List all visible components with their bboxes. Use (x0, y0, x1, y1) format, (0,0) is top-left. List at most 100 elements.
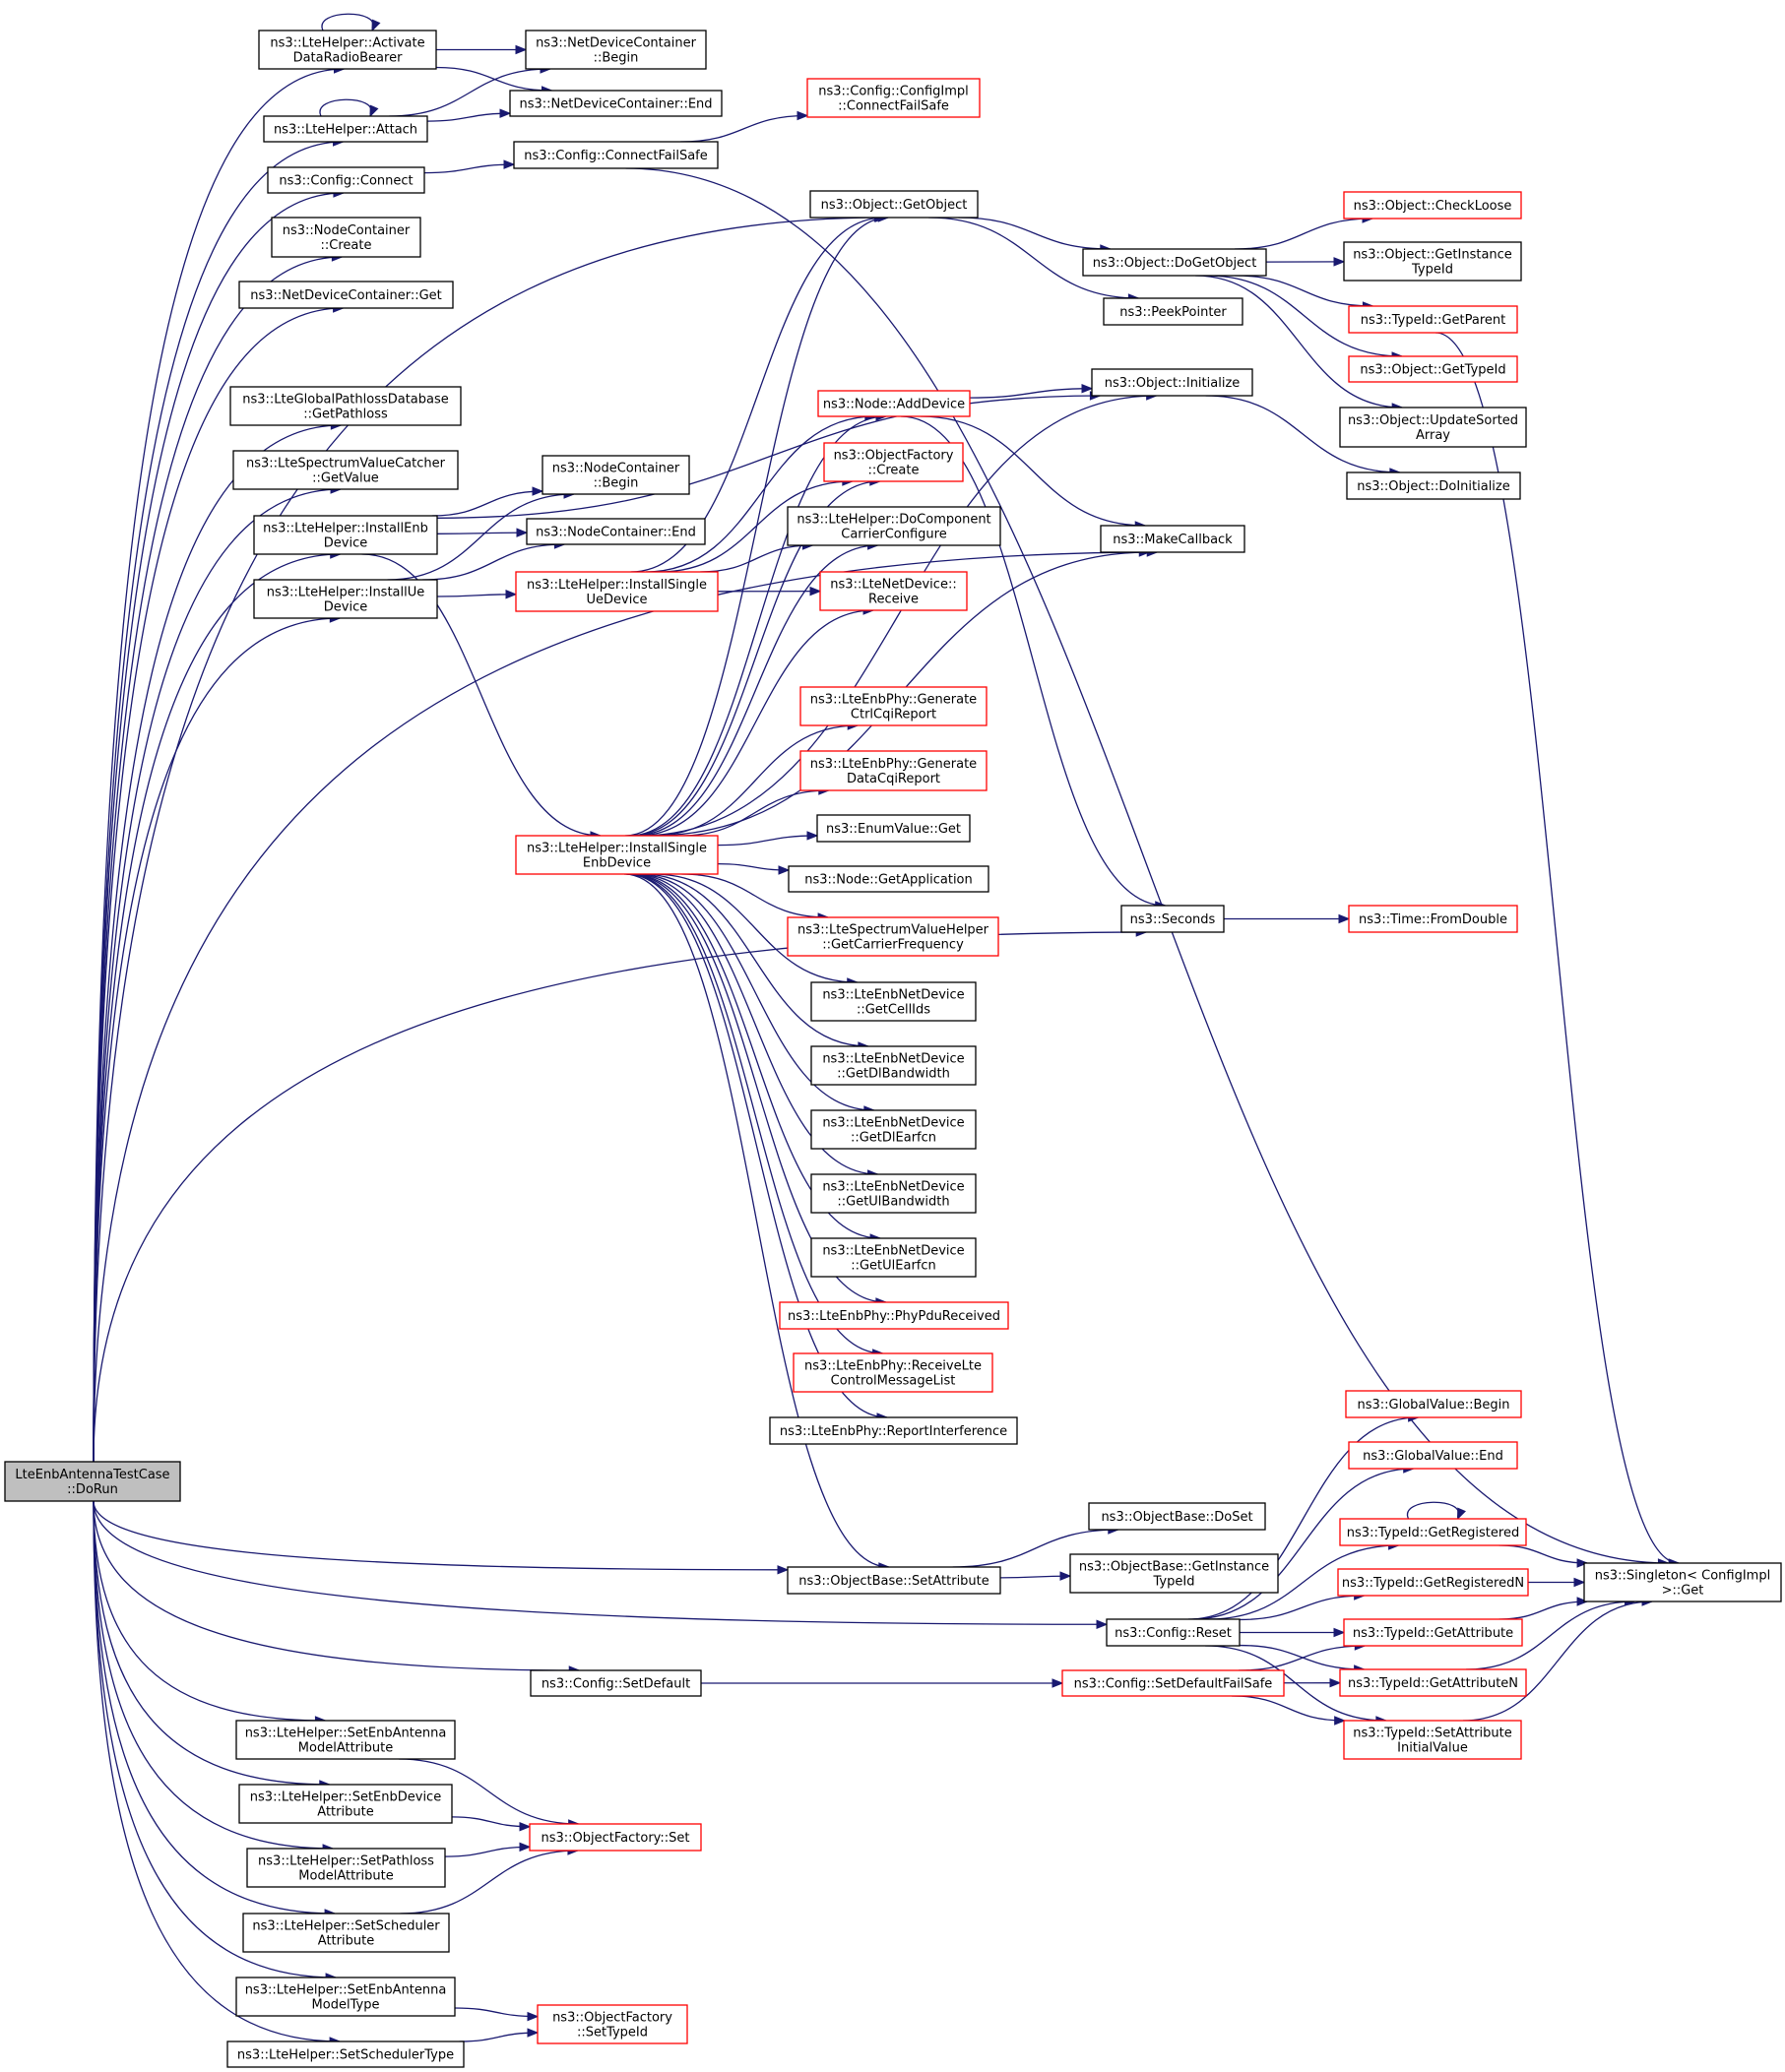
node-obj-initialize[interactable]: ns3::Object::Initialize (1091, 368, 1253, 397)
node-set-pathloss-attr[interactable]: ns3::LteHelper::SetPathlossModelAttribut… (246, 1848, 446, 1888)
node-attach[interactable]: ns3::LteHelper::Attach (263, 115, 428, 143)
edge-node-adddevice-to-makecallback (920, 415, 1146, 527)
node-cfg-connect[interactable]: ns3::Config::Connect (267, 166, 425, 194)
edge-obj-dogetobject-to-typeid-getparent (1235, 275, 1373, 307)
node-gpd-getpathloss[interactable]: ns3::LteGlobalPathlossDatabase::GetPathl… (229, 386, 462, 426)
node-label: ns3::NetDeviceContainer (536, 36, 697, 51)
node-cfg-connectfailsafe[interactable]: ns3::Config::ConnectFailSafe (513, 141, 719, 169)
node-dcc-configure[interactable]: ns3::LteHelper::DoComponentCarrierConfig… (787, 506, 1001, 546)
edge-set-enb-ant-attr-to-objfactory-set (398, 1758, 579, 1825)
node-set-sched-type[interactable]: ns3::LteHelper::SetSchedulerType (226, 2041, 465, 2068)
node-objfactory-settypeid[interactable]: ns3::ObjectFactory::SetTypeId (537, 2004, 688, 2044)
node-label: ns3::ObjectFactory (552, 2011, 672, 2026)
node-ndc-get[interactable]: ns3::NetDeviceContainer::Get (238, 281, 454, 309)
edge-install-single-enb-to-enumvalue-get-arrowhead (806, 831, 819, 841)
node-ndc-begin[interactable]: ns3::NetDeviceContainer::Begin (525, 30, 707, 70)
node-phy-pdurecv[interactable]: ns3::LteEnbPhy::PhyPduReceived (779, 1301, 1009, 1330)
node-typeid-getattributen[interactable]: ns3::TypeId::GetAttributeN (1339, 1668, 1527, 1697)
node-enb-dlearfcn[interactable]: ns3::LteEnbNetDevice::GetDlEarfcn (810, 1109, 977, 1150)
node-label: ns3::TypeId::GetRegistered (1347, 1526, 1519, 1540)
node-objbase-setattribute[interactable]: ns3::ObjectBase::SetAttribute (787, 1566, 1001, 1595)
node-svh-carrierfreq[interactable]: ns3::LteSpectrumValueHelper::GetCarrierF… (787, 916, 999, 957)
node-label: ns3::Seconds (1130, 912, 1216, 927)
node-label: ns3::TypeId::GetParent (1361, 313, 1506, 328)
node-phy-recvctrl[interactable]: ns3::LteEnbPhy::ReceiveLteControlMessage… (793, 1352, 993, 1393)
node-label: ControlMessageList (831, 1374, 956, 1389)
node-peekpointer[interactable]: ns3::PeekPointer (1103, 297, 1243, 326)
edge-root-to-gpd-getpathloss (93, 424, 342, 1463)
node-obj-dogetobject[interactable]: ns3::Object::DoGetObject (1082, 248, 1267, 277)
node-makecallback[interactable]: ns3::MakeCallback (1100, 525, 1245, 553)
node-typeid-getregistered[interactable]: ns3::TypeId::GetRegistered (1339, 1518, 1527, 1546)
node-time-fromdouble[interactable]: ns3::Time::FromDouble (1348, 905, 1518, 933)
node-enb-dlbw[interactable]: ns3::LteEnbNetDevice::GetDlBandwidth (810, 1045, 977, 1086)
node-ndc-end[interactable]: ns3::NetDeviceContainer::End (509, 90, 723, 117)
node-label: CarrierConfigure (841, 528, 946, 542)
node-obj-checkloose[interactable]: ns3::Object::CheckLoose (1343, 191, 1522, 220)
node-cfg-setdefault[interactable]: ns3::Config::SetDefault (530, 1669, 702, 1697)
node-phy-reportintf[interactable]: ns3::LteEnbPhy::ReportInterference (769, 1416, 1018, 1445)
node-box (253, 579, 438, 619)
node-gv-end[interactable]: ns3::GlobalValue::End (1348, 1441, 1518, 1470)
node-box (788, 865, 989, 893)
node-svc-getvalue[interactable]: ns3::LteSpectrumValueCatcher::GetValue (232, 450, 459, 490)
node-enb-cellids[interactable]: ns3::LteEnbNetDevice::GetCellIds (810, 981, 977, 1022)
edge-install-single-enb-to-enb-dlearfcn (636, 873, 874, 1111)
node-netdev-receive[interactable]: ns3::LteNetDevice::Receive (819, 571, 968, 611)
edge-root-to-set-sched-type (93, 1500, 341, 2042)
edge-root-to-cfg-reset-arrowhead (1096, 1619, 1109, 1630)
node-obj-doinitialize[interactable]: ns3::Object::DoInitialize (1346, 471, 1521, 500)
node-obj-gettypeid[interactable]: ns3::Object::GetTypeId (1348, 355, 1518, 383)
edge-obj-dogetobject-to-obj-checkloose (1234, 218, 1373, 250)
node-label: UeDevice (587, 593, 648, 607)
node-singleton-get[interactable]: ns3::Singleton< ConfigImpl >::Get (1583, 1562, 1782, 1602)
node-label: ns3::LteGlobalPathlossDatabase (242, 393, 449, 408)
node-label: ns3::Time::FromDouble (1359, 912, 1507, 927)
node-gv-begin[interactable]: ns3::GlobalValue::Begin (1345, 1390, 1522, 1418)
node-root[interactable]: LteEnbAntennaTestCase::DoRun (4, 1461, 181, 1502)
edge-typeid-getattribute-to-singleton-get-arrowhead (1576, 1597, 1589, 1606)
node-cfg-setdefaultfailsafe[interactable]: ns3::Config::SetDefaultFailSafe (1061, 1669, 1285, 1697)
node-enumvalue-get[interactable]: ns3::EnumValue::Get (816, 814, 971, 843)
edge-cfg-connect-to-cfg-connectfailsafe (423, 163, 515, 174)
node-obj-getobject[interactable]: ns3::Object::GetObject (809, 190, 979, 219)
node-seconds[interactable]: ns3::Seconds (1120, 905, 1225, 933)
node-objfactory-create[interactable]: ns3::ObjectFactory::Create (823, 442, 964, 482)
node-nc-create[interactable]: ns3::NodeContainer::Create (271, 217, 421, 258)
node-label: Receive (868, 593, 919, 607)
node-nc-end[interactable]: ns3::NodeContainer::End (526, 518, 706, 545)
node-objfactory-set[interactable]: ns3::ObjectFactory::Set (529, 1823, 702, 1852)
node-enb-ulbw[interactable]: ns3::LteEnbNetDevice::GetUlBandwidth (810, 1173, 977, 1214)
node-node-adddevice[interactable]: ns3::Node::AddDevice (817, 390, 971, 417)
node-box (1106, 1618, 1241, 1647)
node-label: Attribute (317, 1805, 373, 1820)
node-cfgimpl-cfs[interactable]: ns3::Config::ConfigImpl::ConnectFailSafe (806, 78, 981, 118)
node-label: ns3::Object::CheckLoose (1354, 199, 1512, 214)
node-node-getapp[interactable]: ns3::Node::GetApplication (788, 865, 989, 893)
node-objbase-doset[interactable]: ns3::ObjectBase::DoSet (1088, 1502, 1266, 1531)
node-enb-ulearfcn[interactable]: ns3::LteEnbNetDevice::GetUlEarfcn (810, 1237, 977, 1278)
node-nc-begin[interactable]: ns3::NodeContainer::Begin (542, 455, 690, 495)
node-typeid-getregisteredn[interactable]: ns3::TypeId::GetRegisteredN (1337, 1568, 1529, 1597)
node-label: ns3::Config::SetDefault (542, 1677, 690, 1692)
node-label: ns3::Config::Reset (1115, 1626, 1232, 1641)
edge-objbase-setattribute-to-objbase-getinstancetypeid-arrowhead (1059, 1571, 1072, 1581)
node-cfg-reset[interactable]: ns3::Config::Reset (1106, 1618, 1241, 1647)
node-typeid-getparent[interactable]: ns3::TypeId::GetParent (1348, 305, 1518, 334)
node-typeid-getattribute[interactable]: ns3::TypeId::GetAttribute (1343, 1618, 1523, 1647)
node-set-enb-ant-attr[interactable]: ns3::LteHelper::SetEnbAntennaModelAttrib… (235, 1720, 456, 1760)
